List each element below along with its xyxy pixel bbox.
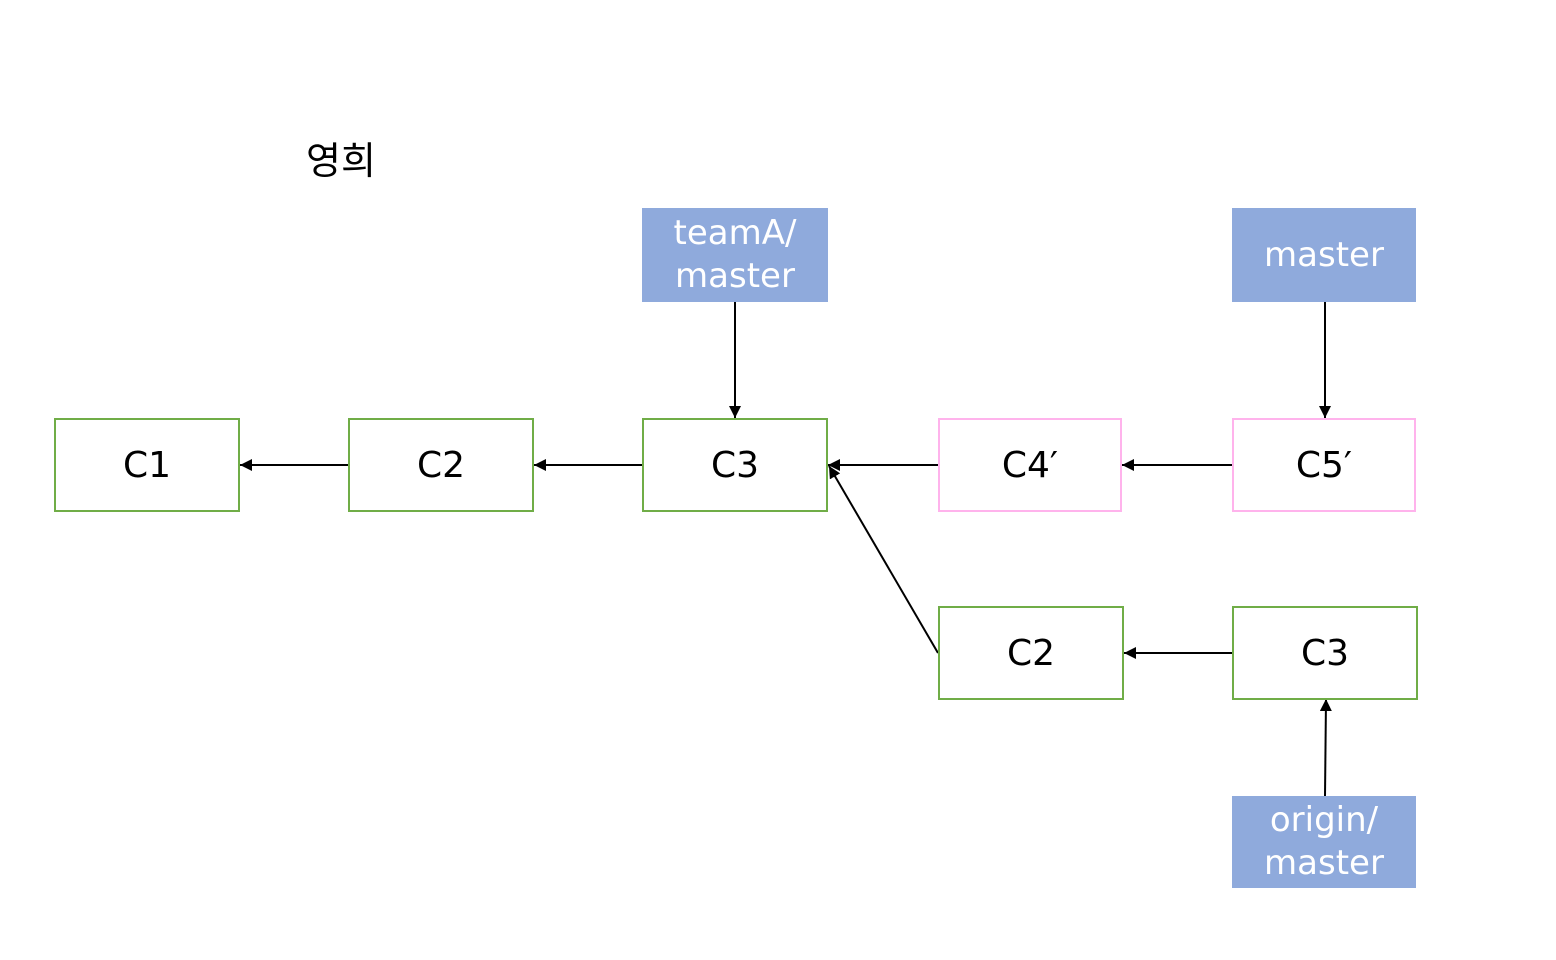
commit-label: C5′ xyxy=(1295,444,1353,486)
commit-label: C4′ xyxy=(1001,444,1059,486)
commit-label: C3 xyxy=(1300,632,1350,674)
ref-label-line1: teamA/ xyxy=(673,213,797,253)
commit-label: C2 xyxy=(416,444,466,486)
ref-team-a-master: teamA/ master xyxy=(642,208,828,302)
ref-origin-master: origin/ master xyxy=(1232,796,1416,888)
commit-c2: C2 xyxy=(348,418,534,512)
commit-c1: C1 xyxy=(54,418,240,512)
ref-label-line1: origin/ xyxy=(1269,800,1379,840)
commit-c5-prime: C5′ xyxy=(1232,418,1416,512)
ref-master: master xyxy=(1232,208,1416,302)
commit-label: C3 xyxy=(710,444,760,486)
diagram-title: 영희 xyxy=(306,139,376,183)
commit-c3-lower: C3 xyxy=(1232,606,1418,700)
ref-label-line2: master xyxy=(1264,843,1384,883)
commit-c4-prime: C4′ xyxy=(938,418,1122,512)
ref-label: master xyxy=(1264,234,1384,275)
commit-label: C1 xyxy=(122,444,172,486)
commit-c3: C3 xyxy=(642,418,828,512)
commit-c2-lower: C2 xyxy=(938,606,1124,700)
ref-label-line2: master xyxy=(675,256,795,296)
arrow-origin-master-to-lower-c3 xyxy=(1319,698,1332,797)
arrow-lower-c2-to-c3 xyxy=(828,465,939,654)
commit-label: C2 xyxy=(1006,632,1056,674)
